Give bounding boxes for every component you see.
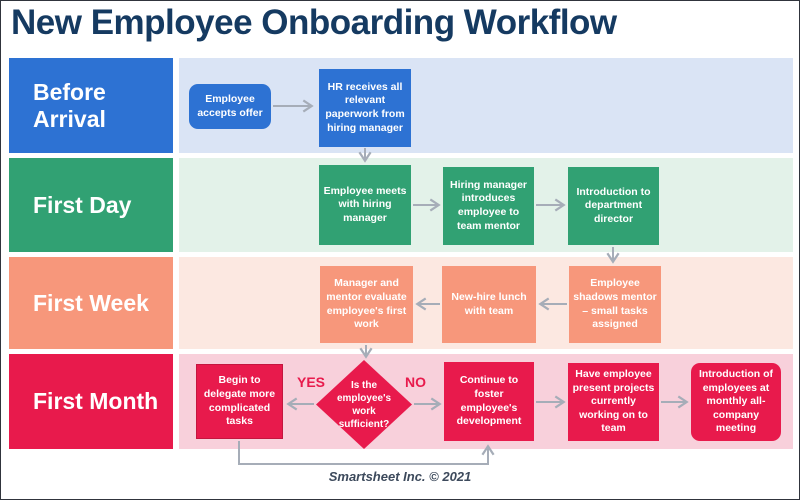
lane-label-first-month: First Month bbox=[9, 354, 173, 449]
lane-label-before-arrival: Before Arrival bbox=[9, 58, 173, 153]
node-introduction-department-director: Introduction to department director bbox=[568, 167, 659, 245]
lane-track-before-arrival bbox=[179, 58, 793, 153]
node-evaluate-first-work: Manager and mentor evaluate employee's f… bbox=[320, 266, 413, 343]
node-employee-accepts-offer: Employee accepts offer bbox=[189, 84, 271, 129]
node-foster-development: Continue to foster employee's developmen… bbox=[444, 362, 534, 441]
node-employee-meets-hiring-manager: Employee meets with hiring manager bbox=[319, 165, 411, 245]
page-title: New Employee Onboarding Workflow bbox=[11, 3, 617, 42]
footer-credit: Smartsheet Inc. © 2021 bbox=[328, 469, 472, 484]
node-present-projects: Have employee present projects currently… bbox=[568, 363, 659, 441]
node-employee-shadows-mentor: Employee shadows mentor – small tasks as… bbox=[569, 266, 661, 343]
node-manager-introduces-mentor: Hiring manager introduces employee to te… bbox=[443, 167, 534, 245]
node-introduction-company-meeting: Introduction of employees at monthly all… bbox=[691, 363, 781, 441]
no-branch-label: NO bbox=[405, 374, 426, 390]
node-delegate-complicated-tasks: Begin to delegate more complicated tasks bbox=[196, 364, 283, 439]
node-hr-receives-paperwork: HR receives all relevant paperwork from … bbox=[319, 69, 411, 147]
lane-label-first-day: First Day bbox=[9, 158, 173, 252]
lane-label-first-week: First Week bbox=[9, 257, 173, 349]
node-new-hire-lunch: New-hire lunch with team bbox=[442, 266, 536, 343]
yes-branch-label: YES bbox=[297, 374, 326, 390]
